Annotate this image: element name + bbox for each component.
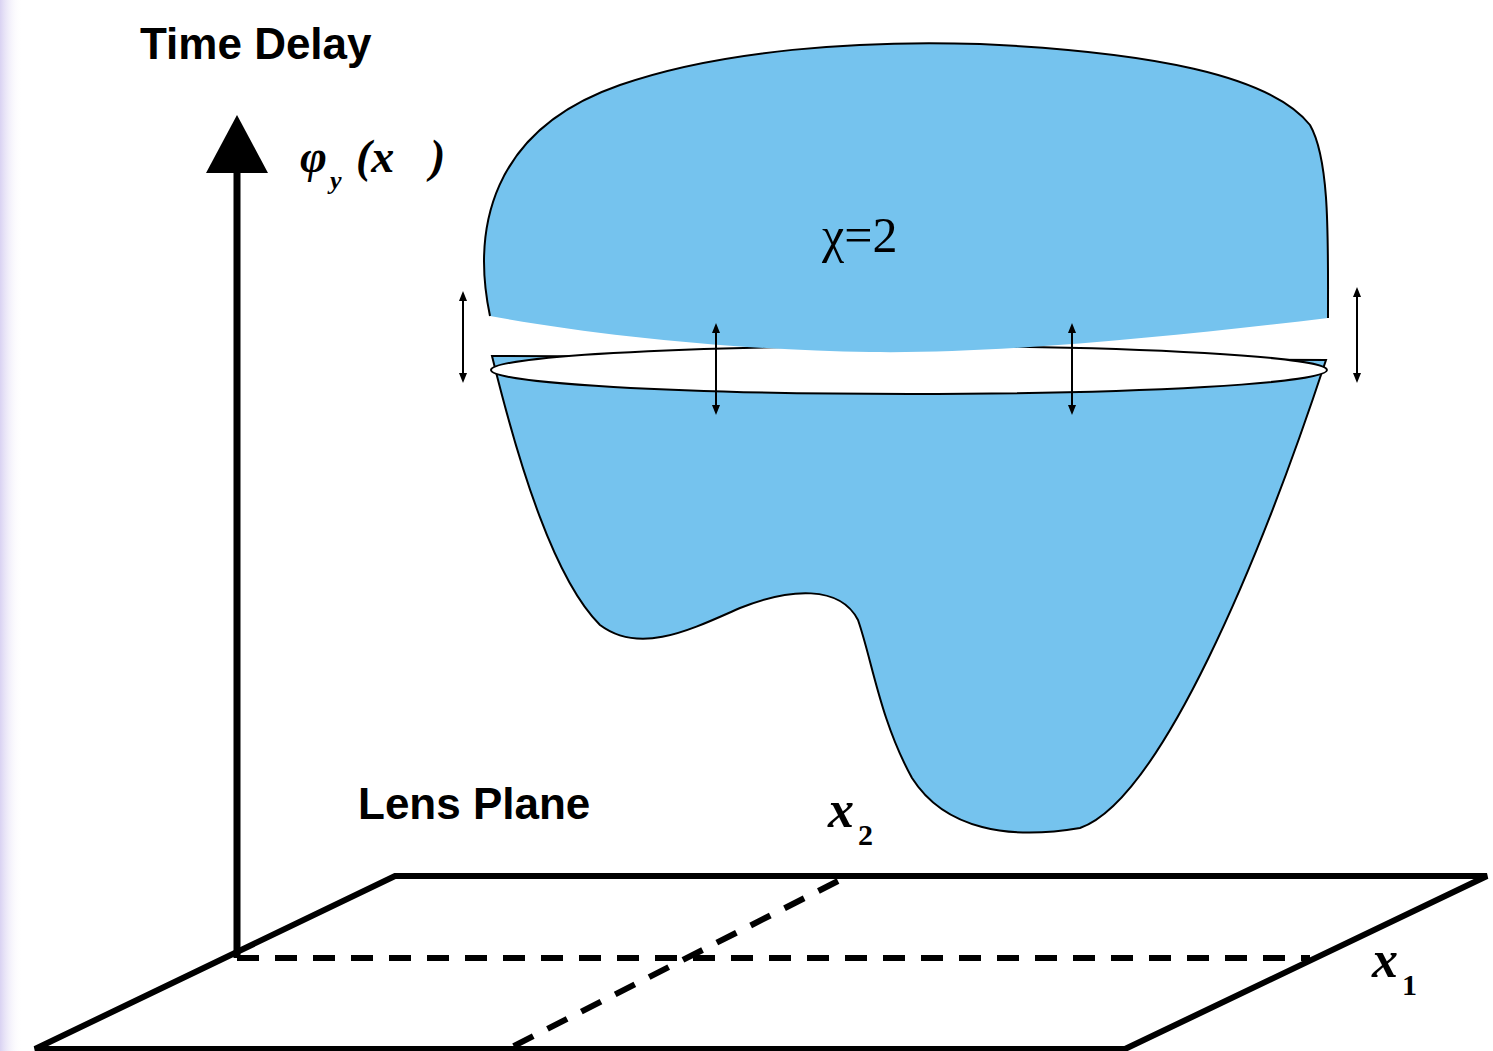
shift-arrow <box>1071 328 1073 410</box>
plane-title: Lens Plane <box>358 782 590 826</box>
shift-arrow <box>462 296 464 378</box>
symbol-phi: φ <box>300 134 327 180</box>
axis-arrowhead <box>206 115 268 173</box>
time-delay-axis <box>234 165 241 958</box>
surface-cut-rim <box>491 346 1327 394</box>
axis-subscript: 2 <box>858 820 873 850</box>
x2-axis <box>508 881 838 1049</box>
background-edge <box>0 0 22 1051</box>
surface-lower-bowl <box>492 356 1326 833</box>
lens-plane <box>35 876 1487 1049</box>
axis-subscript: 1 <box>1402 970 1417 1000</box>
shift-arrow <box>715 328 717 410</box>
surface-upper-outline <box>484 43 1328 318</box>
region-label: χ=2 <box>822 210 897 260</box>
surface-upper-cap <box>484 43 1328 352</box>
surface-region: χ=2 <box>440 30 1380 850</box>
axis-title: Time Delay <box>140 22 372 66</box>
time-delay-surface <box>440 30 1380 850</box>
axis-name: x <box>828 784 854 836</box>
shift-arrow <box>1356 292 1358 378</box>
x1-axis <box>237 955 1310 961</box>
argument-x: (x⃗) <box>356 134 445 180</box>
axis-name: x <box>1372 934 1398 986</box>
